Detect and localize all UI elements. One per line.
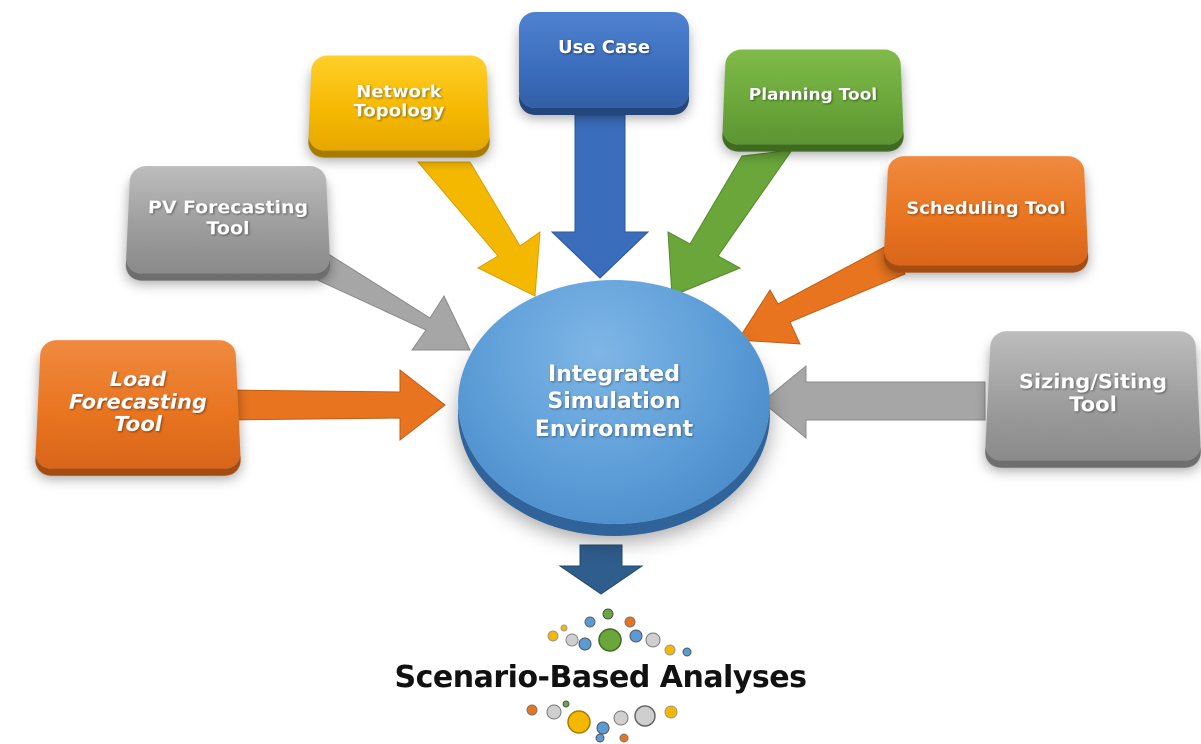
arrow-planning-tool — [667, 149, 794, 297]
bubble — [682, 647, 692, 657]
box-pv-forecasting-tool: PV Forecasting Tool — [125, 166, 331, 274]
hub-integrated-simulation-environment: Integrated Simulation Environment — [458, 280, 770, 524]
bubble — [624, 616, 636, 628]
bubble — [602, 608, 614, 620]
bubble — [547, 630, 559, 642]
output-label: Scenario-Based Analyses — [394, 660, 807, 695]
bubble — [613, 710, 629, 726]
bubble — [546, 704, 562, 720]
bubble — [595, 733, 605, 743]
arrow-scheduling-tool — [737, 243, 906, 345]
arrow-use-case — [550, 114, 650, 279]
bubble — [526, 704, 538, 716]
box-load-forecasting-tool: Load Forecasting Tool — [34, 340, 242, 469]
bubble — [645, 632, 661, 648]
arrow-sizing-siting — [761, 364, 986, 440]
bubbles-top — [547, 608, 692, 657]
box-planning-tool: Planning Tool — [721, 49, 905, 145]
bubble — [664, 705, 678, 719]
bubble — [578, 637, 592, 651]
arrow-pv-forecasting — [299, 249, 471, 351]
arrow-output — [558, 544, 644, 595]
bubble — [619, 733, 629, 743]
arrow-network-topology — [416, 161, 541, 297]
bubble — [598, 628, 622, 652]
box-network-topology: Network Topology — [307, 55, 491, 151]
bubble — [596, 721, 610, 735]
box-sizing-siting-tool: Sizing/Siting Tool — [984, 331, 1201, 461]
bubble — [629, 629, 643, 643]
box-scheduling-tool: Scheduling Tool — [883, 156, 1089, 266]
bubble — [560, 624, 568, 632]
hub-label: Integrated Simulation Environment — [534, 361, 694, 442]
bubbles-bottom — [526, 700, 678, 743]
bubble — [664, 644, 676, 656]
bubble — [634, 705, 656, 727]
bubble — [584, 616, 596, 628]
bubble — [565, 633, 579, 647]
bubble — [562, 700, 570, 708]
arrow-load-forecasting — [224, 368, 446, 442]
box-use-case: Use Case — [519, 12, 689, 108]
bubble — [567, 710, 591, 734]
